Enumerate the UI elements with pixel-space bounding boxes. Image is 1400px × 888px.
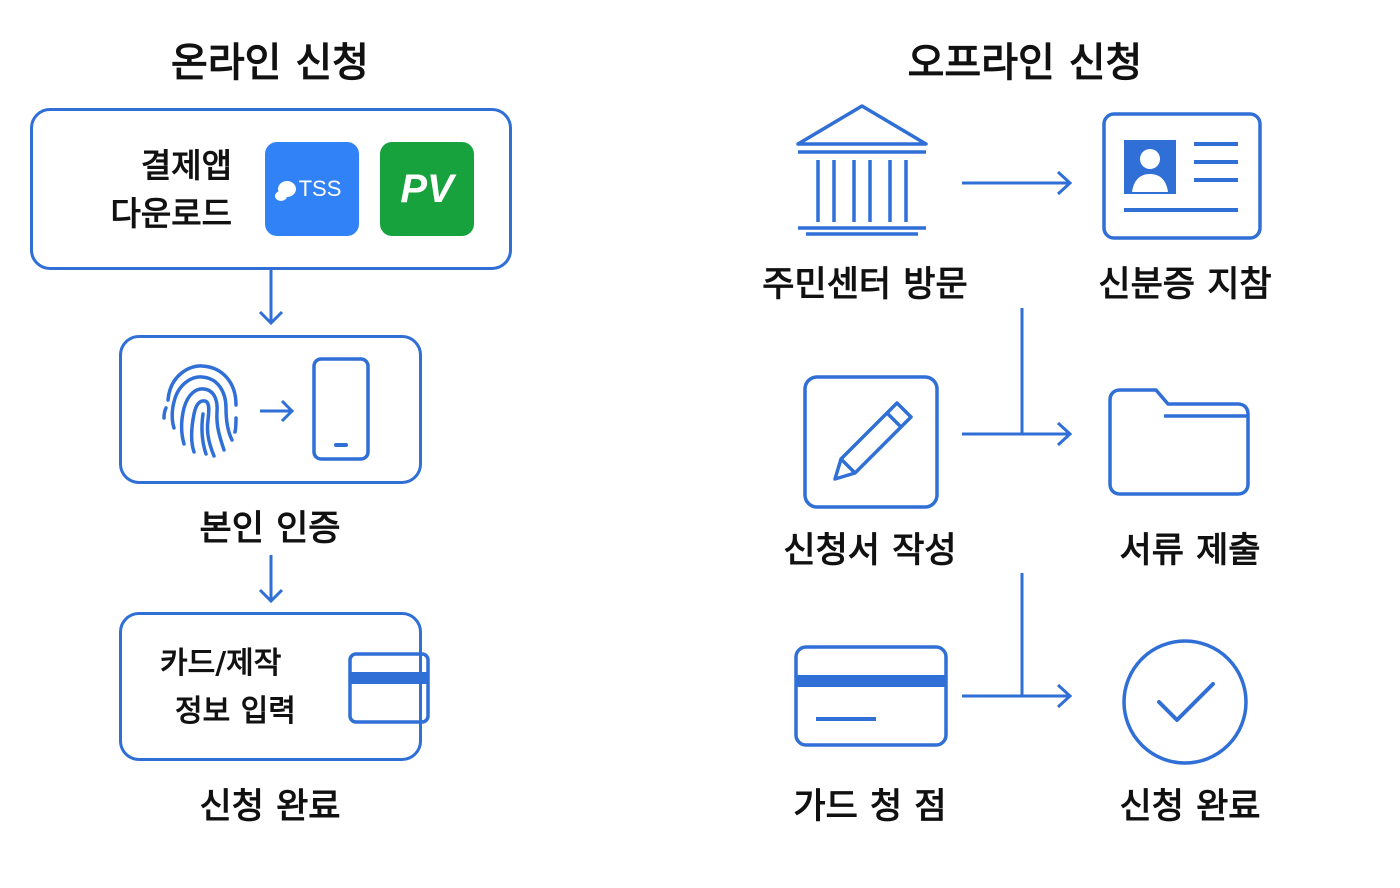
id-card-icon bbox=[1102, 112, 1262, 240]
download-label-line-2: 다운로드 bbox=[110, 194, 232, 233]
online-title: 온라인 신청 bbox=[171, 40, 369, 86]
card-info-label-line-1: 카드/제작 bbox=[160, 646, 282, 681]
pv-app-name: PV bbox=[400, 166, 454, 211]
connector-arrow bbox=[962, 308, 1073, 447]
tss-logo-icon bbox=[275, 181, 296, 201]
arrow-down-icon bbox=[258, 555, 284, 604]
offline-complete-label: 신청 완료 bbox=[1119, 787, 1261, 827]
check-circle-icon bbox=[1122, 639, 1248, 765]
arrow-right-icon bbox=[260, 399, 295, 423]
pencil-icon bbox=[803, 375, 939, 509]
submit-label: 서류 제출 bbox=[1119, 531, 1261, 571]
card-info-label-line-2: 정보 입력 bbox=[175, 694, 296, 729]
auth-label: 본인 인증 bbox=[199, 509, 341, 549]
offline-title: 오프라인 신청 bbox=[907, 40, 1143, 86]
card-info-step-box bbox=[119, 612, 422, 761]
folder-icon bbox=[1108, 388, 1250, 496]
online-complete-label: 신청 완료 bbox=[199, 787, 341, 827]
fingerprint-icon bbox=[162, 364, 238, 458]
credit-card-icon bbox=[794, 645, 948, 747]
download-label-line-1: 결제앱 bbox=[140, 146, 232, 185]
smartphone-icon bbox=[312, 357, 370, 461]
card-label: 가드 청 점 bbox=[793, 787, 947, 827]
government-building-icon bbox=[796, 104, 928, 236]
tss-app-icon: TSS bbox=[265, 142, 359, 236]
connector-arrow bbox=[962, 573, 1073, 709]
pv-app-icon: PV bbox=[380, 142, 474, 236]
tss-app-name: TSS bbox=[298, 176, 342, 201]
arrow-right-icon bbox=[962, 170, 1073, 196]
credit-card-icon bbox=[348, 652, 430, 724]
visit-label: 주민센터 방문 bbox=[762, 265, 968, 305]
form-label: 신청서 작성 bbox=[783, 531, 957, 571]
id-label: 신분증 지참 bbox=[1098, 265, 1272, 305]
arrow-down-icon bbox=[258, 270, 284, 326]
